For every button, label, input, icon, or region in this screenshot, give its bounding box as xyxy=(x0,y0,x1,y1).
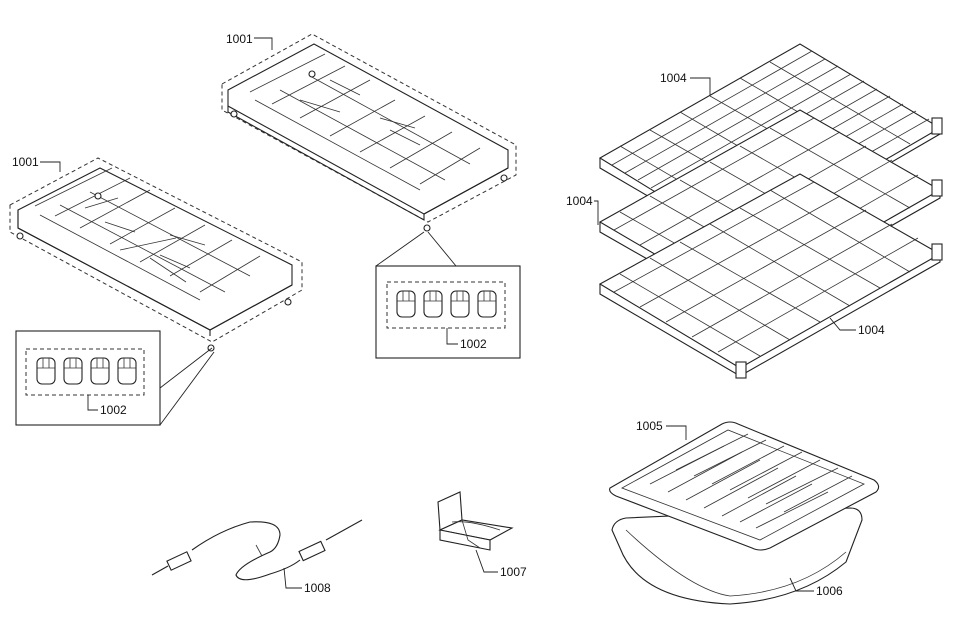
knobs-box-left xyxy=(15,330,215,426)
grate-left xyxy=(9,157,303,352)
label-knobs-left: 1002 xyxy=(100,403,127,417)
rack-bottom xyxy=(598,173,943,379)
label-grate-left: 1001 xyxy=(12,155,39,169)
label-broil-insert: 1005 xyxy=(636,419,663,433)
label-rack-bottom: 1004 xyxy=(858,323,885,337)
label-grate-right: 1001 xyxy=(226,32,253,46)
broil-insert xyxy=(609,421,880,551)
oven-racks xyxy=(598,43,943,379)
meat-probe xyxy=(151,519,363,581)
knob-icons-left xyxy=(36,357,137,385)
broil-pan-set xyxy=(609,421,880,605)
label-probe: 1008 xyxy=(304,581,331,595)
label-rack-middle: 1004 xyxy=(566,194,593,208)
knobs-box-right xyxy=(375,231,521,359)
label-broil-pan: 1006 xyxy=(816,584,843,598)
knob-icons-right xyxy=(396,290,497,318)
bracket xyxy=(437,491,514,551)
label-bracket: 1007 xyxy=(500,565,527,579)
grate-right xyxy=(221,33,517,232)
label-knobs-right: 1002 xyxy=(460,337,487,351)
label-rack-top: 1004 xyxy=(660,71,687,85)
